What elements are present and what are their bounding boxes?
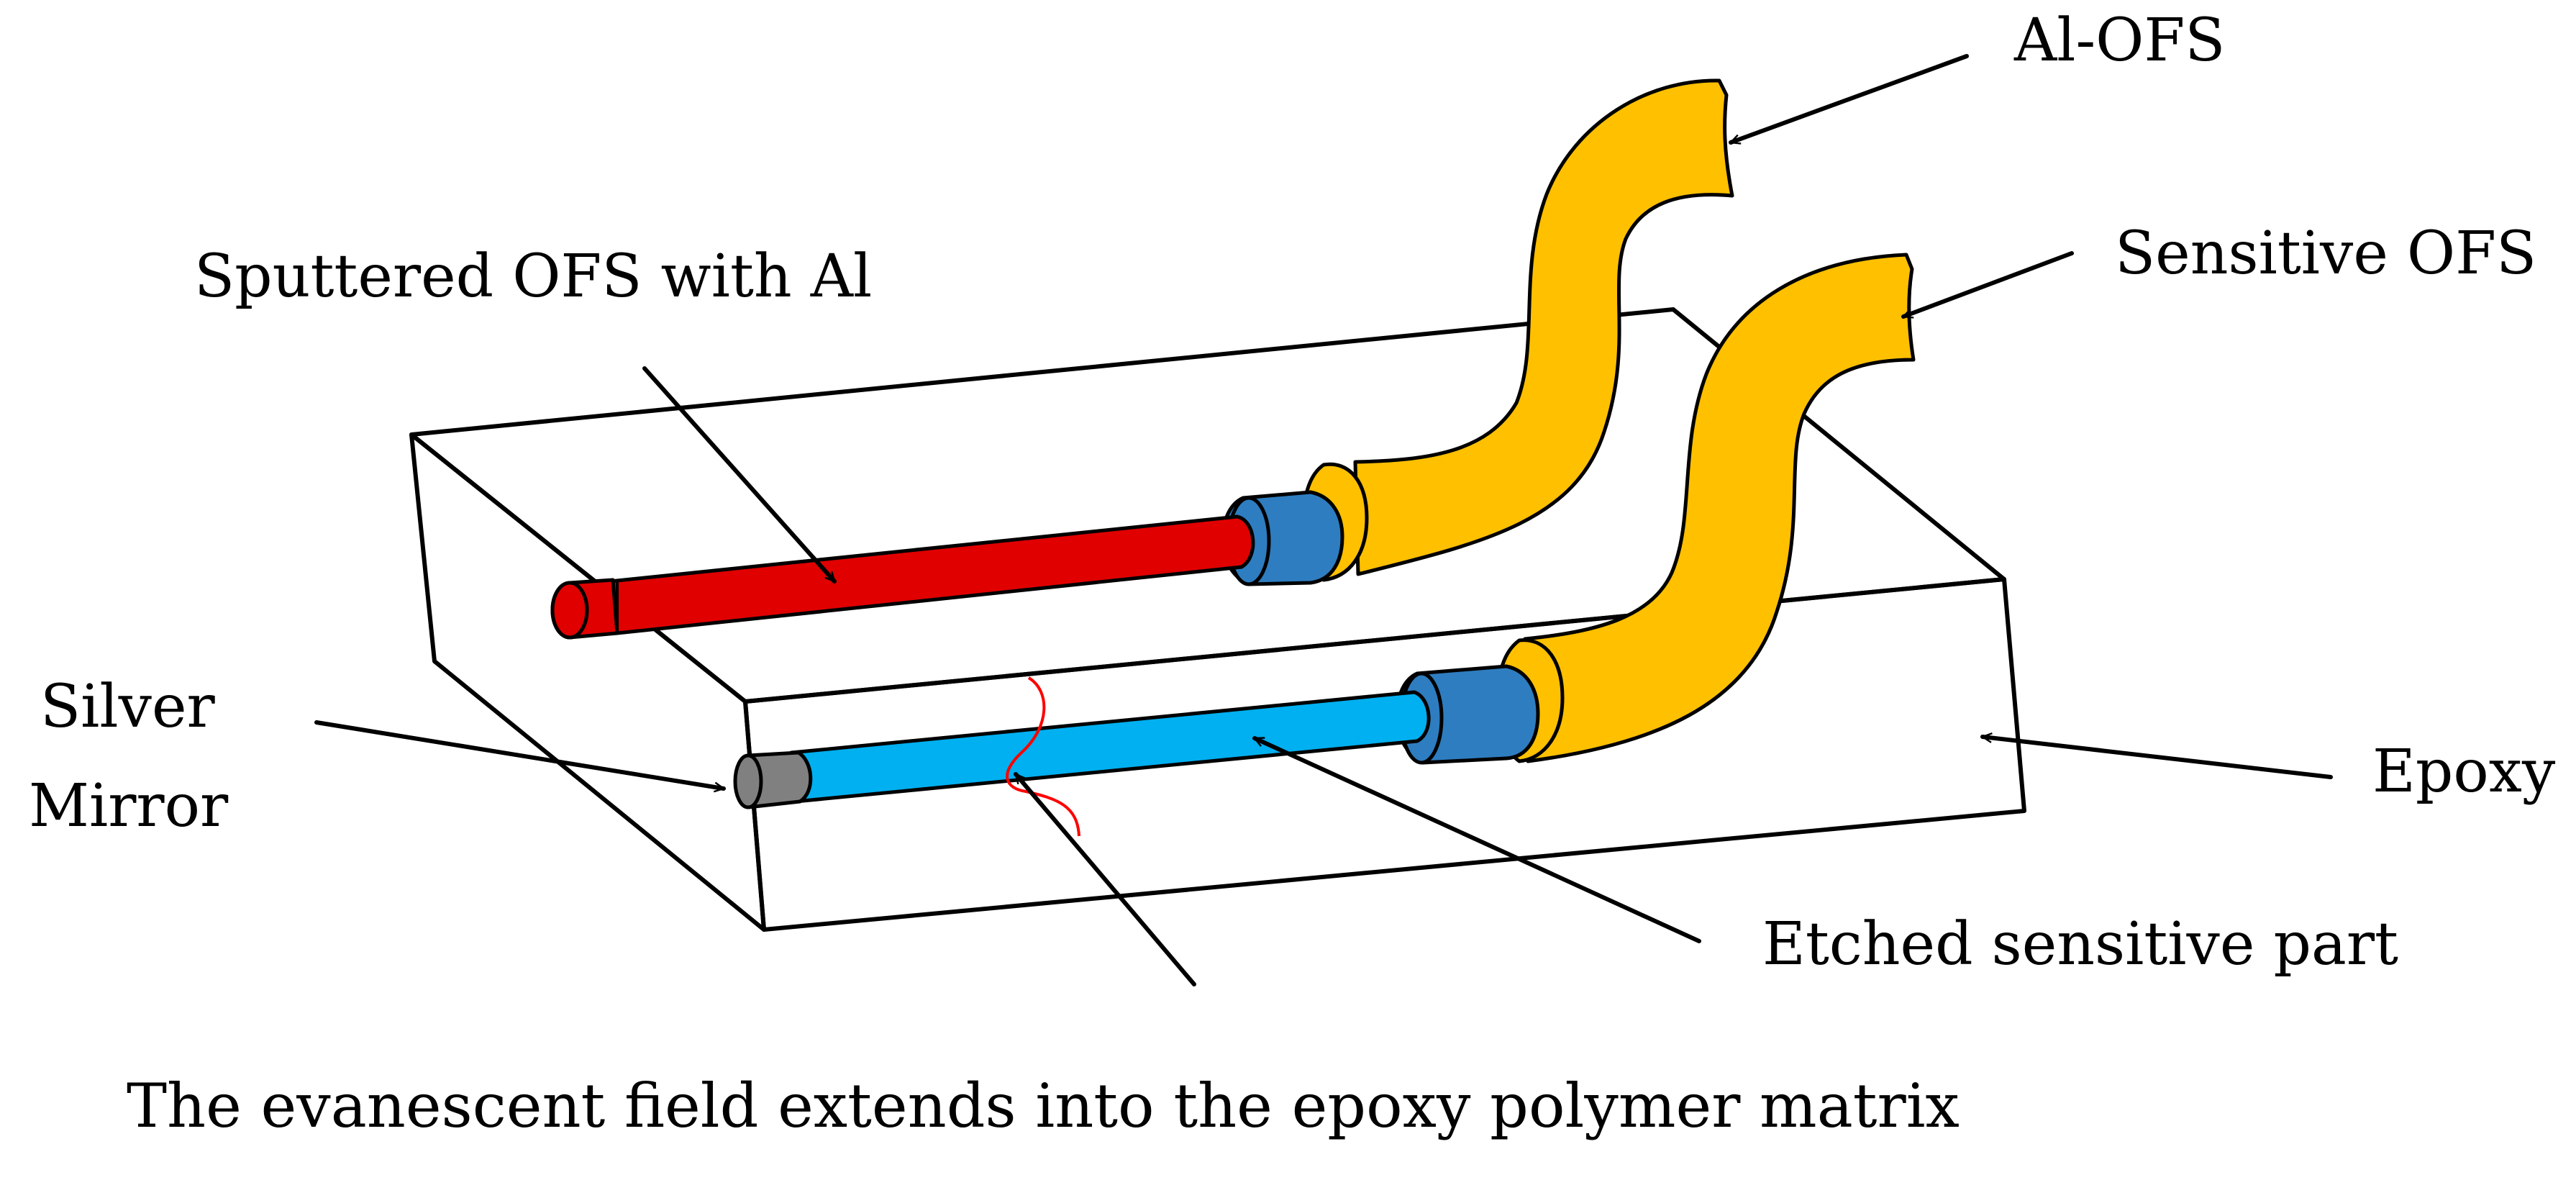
- arrow-epoxy: [1980, 737, 2333, 779]
- al-fiber-end-cap: [550, 581, 589, 640]
- label-sensitive-ofs: Sensitive OFS: [2115, 219, 2536, 288]
- arrow-evanescent: [1014, 772, 1196, 986]
- label-sputtered: Sputtered OFS with Al: [194, 242, 872, 311]
- al-ofs-fiber: [550, 78, 1734, 640]
- epoxy-front-face: [743, 577, 2026, 932]
- label-silver: Silver: [40, 673, 215, 741]
- caption: The evanescent field extends into the ep…: [127, 1071, 1960, 1141]
- al-ofs-jacket: [1353, 78, 1734, 576]
- label-etched: Etched sensitive part: [1762, 910, 2398, 979]
- label-mirror: Mirror: [29, 772, 229, 840]
- leader-arrows: [314, 54, 2333, 986]
- silver-mirror-end: [733, 753, 763, 809]
- al-fiber-body: [608, 514, 1255, 635]
- silver-mirror: [746, 750, 813, 809]
- arrow-sensitive-ofs: [1901, 251, 2074, 319]
- arrow-etched: [1252, 736, 1701, 943]
- sensitive-ofs-fiber: [733, 253, 1916, 837]
- label-epoxy: Epoxy: [2372, 738, 2556, 806]
- arrow-sputtered: [642, 366, 837, 584]
- label-al-ofs: Al-OFS: [2013, 6, 2225, 75]
- etched-fiber-body: [789, 690, 1431, 804]
- arrow-al-ofs: [1729, 54, 1969, 145]
- evanescent-field-wave: [1006, 676, 1080, 837]
- epoxy-left-face: [409, 432, 766, 932]
- arrow-silver-mirror: [314, 720, 726, 789]
